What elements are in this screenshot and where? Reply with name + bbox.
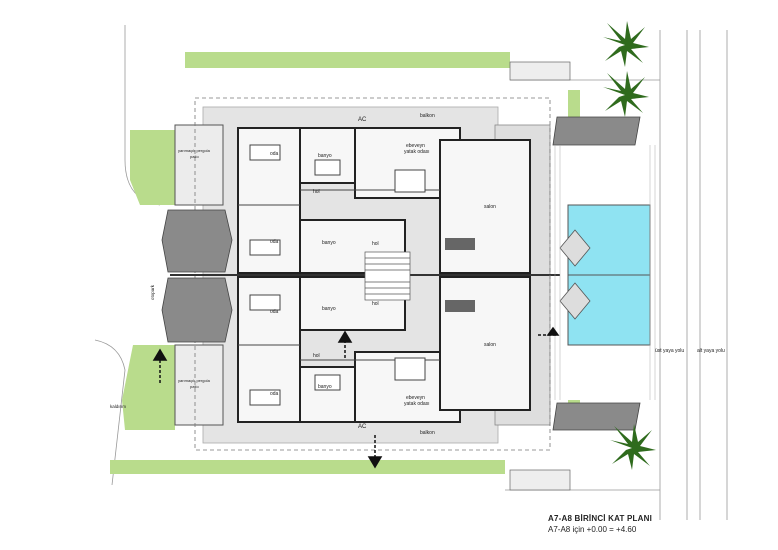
- entrance-arrow-icon: [152, 348, 168, 385]
- plan-subtitle: A7-A8 için +0.00 = +4.60: [548, 525, 637, 534]
- room-labels: balkon balkon AC AC oda oda oda oda bany…: [110, 113, 725, 436]
- label-balkon-bottom: balkon: [420, 430, 435, 436]
- label-salon-top: salon: [484, 204, 496, 210]
- label-hol-4: hol: [313, 353, 320, 359]
- palm-tree-icon: [610, 424, 656, 470]
- pool: [559, 204, 651, 346]
- palm-trees: [603, 21, 656, 470]
- label-banyo-1: banyo: [318, 153, 332, 159]
- label-pergola-bottom: yarımaçık pergola: [178, 378, 211, 383]
- plan-title: A7-A8 BİRİNCİ KAT PLANI: [548, 514, 653, 523]
- label-salon-bottom: salon: [484, 342, 496, 348]
- stairs: [364, 251, 411, 301]
- label-yatak-top: yatak odası: [404, 149, 430, 155]
- upper-unit-thin: [238, 144, 440, 256]
- label-oda-3: oda: [270, 309, 279, 315]
- label-pergola-top: yarımaçık pergola: [178, 148, 211, 153]
- carport-roofs: [161, 116, 641, 431]
- label-ac-bottom: AC: [358, 424, 367, 430]
- label-yatak-bottom: yatak odası: [404, 401, 430, 407]
- label-ust-yaya-yolu: üst yaya yolu: [655, 348, 684, 354]
- label-patio-top: patio: [190, 154, 199, 159]
- label-banyo-2: banyo: [322, 240, 336, 246]
- label-balkon-top: balkon: [420, 113, 435, 119]
- entrance-arrow-icon: [367, 435, 383, 469]
- label-oda-4: oda: [270, 391, 279, 397]
- entrance-arrow-icon: [337, 330, 353, 360]
- entrance-arrow-icon: [538, 326, 560, 336]
- entry-steps: [509, 61, 571, 491]
- label-alt-yaya-yolu: alt yaya yolu: [697, 348, 725, 354]
- slab-outline: [194, 97, 551, 451]
- label-otopark: otopark: [150, 284, 155, 300]
- label-ebeveyn-bottom: ebeveyn: [406, 395, 425, 401]
- palm-tree-icon: [603, 21, 649, 67]
- site-lines: [94, 25, 728, 520]
- label-oda-1: oda: [270, 151, 279, 157]
- label-oda-2: oda: [270, 239, 279, 245]
- label-kaldirim: kaldırım: [110, 404, 126, 409]
- title-block: A7-A8 BİRİNCİ KAT PLANI A7-A8 için +0.00…: [548, 514, 768, 534]
- lower-unit-thin: [238, 294, 440, 406]
- label-ac-top: AC: [358, 117, 367, 123]
- label-hol-3: hol: [372, 301, 379, 307]
- kitchens: [445, 238, 475, 312]
- pool-deck: [554, 145, 656, 400]
- palm-tree-icon: [603, 71, 649, 117]
- entrance-arrows: [152, 326, 560, 469]
- label-banyo-3: banyo: [322, 306, 336, 312]
- label-hol-2: hol: [372, 241, 379, 247]
- label-hol-1: hol: [313, 189, 320, 195]
- label-banyo-4: banyo: [318, 384, 332, 390]
- label-patio-bottom: patio: [190, 384, 199, 389]
- label-ebeveyn-top: ebeveyn: [406, 143, 425, 149]
